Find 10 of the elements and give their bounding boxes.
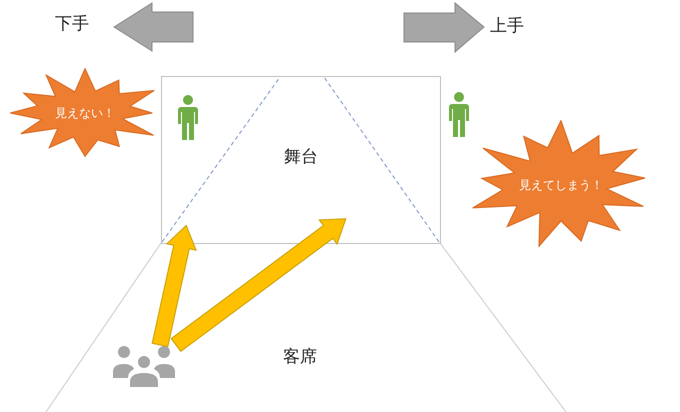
callout-text: 見えてしまう！	[519, 176, 603, 194]
audience-icon	[112, 345, 176, 387]
area-label: 下手	[55, 13, 89, 35]
stage-label: 舞台	[284, 146, 318, 168]
callout-text: 見えない！	[55, 104, 115, 122]
area-label: 上手	[490, 15, 524, 37]
stage-box	[161, 76, 441, 244]
arrow	[170, 218, 347, 352]
arrow	[152, 224, 197, 348]
area-label: 客席	[283, 346, 317, 368]
